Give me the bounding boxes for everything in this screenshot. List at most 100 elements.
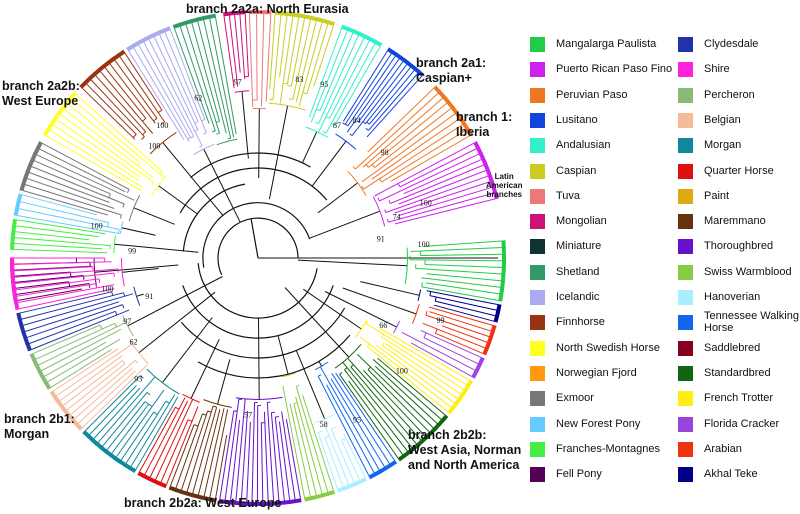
tip-color-band [341,24,383,47]
tip-branch [122,49,163,111]
tip-branch [401,331,479,373]
legend-item: Percheron [678,87,800,107]
tip-branch [357,58,406,123]
bootstrap-value: 97 [234,78,242,87]
legend-label: Icelandic [556,291,600,303]
tip-branch [272,11,282,100]
tip-branch [128,394,176,471]
tip-branch [410,246,506,252]
tip-branch [228,11,239,87]
sub-clade-arc [302,92,308,95]
clade-stem [360,281,420,296]
legend-swatch [678,62,693,78]
sub-clade-arc [151,181,154,186]
legend-item: Exmoor [530,390,670,410]
sub-clade-arc [288,98,293,101]
tip-color-band [433,85,473,136]
sub-clade-arc [119,214,122,219]
sub-clade-arc [187,419,193,422]
sub-clade-arc [175,406,180,410]
sub-clade-arc [361,185,365,190]
sub-clade-arc [367,343,370,347]
tip-branch [12,283,90,296]
sub-clade-arc [122,203,125,208]
tree-backbone-arc [217,217,299,276]
clade-stem [94,264,179,273]
sub-clade-arc [345,123,349,127]
tip-branch [394,180,494,214]
legend-label: Peruvian Paso [556,88,628,101]
tip-branch [422,322,489,350]
bootstrap-value: 100 [156,121,168,130]
legend-label: Tennessee Walking Horse [704,310,799,335]
tip-branch [99,392,148,450]
sub-clade-arc [135,360,139,364]
sub-clade-arc [366,121,370,125]
bootstrap-value: 100 [418,240,430,249]
tip-branch [46,127,142,187]
sub-clade-arc [365,127,369,131]
clade-arc [234,90,250,93]
tip-branch [10,261,112,265]
legend-swatch [530,441,545,457]
tip-branch [38,141,130,190]
legend-item: Mangalarga Paulista [530,36,670,56]
tip-branch [330,428,357,487]
tip-branch [329,37,372,119]
legend-label: Franches-Montagnes [556,442,660,455]
tip-branch [53,343,133,399]
sub-clade-arc [98,278,101,284]
tip-branch [256,9,258,101]
label-west-europe-a-line2: West Europe [2,94,79,108]
tip-branch [367,85,437,153]
sub-clade-arc [381,342,385,346]
tip-branch [390,163,488,204]
legend-swatch [530,138,545,154]
tip-branch [240,410,248,506]
sub-clade-arc [194,121,199,124]
sub-clade-arc [99,324,103,330]
tip-branch [350,366,420,448]
sub-clade-arc [199,145,203,148]
clade-arc [235,396,283,400]
tip-branch [435,332,487,356]
tip-branch [298,18,324,106]
tip-branch [295,396,324,498]
tip-branch [79,364,148,431]
legend-label: Puerto Rican Paso Fino [556,63,673,76]
legend-swatch [678,239,693,255]
tip-branch [196,17,227,134]
tip-branch [63,363,126,413]
tip-branch [244,10,249,77]
sub-clade-arc [95,283,98,288]
clade-arc [122,315,134,337]
tip-branch [10,266,93,272]
legend-item: Shetland [530,264,670,284]
tip-branch [153,399,193,484]
sub-clade-arc [216,132,220,135]
sub-clade-arc [146,392,151,396]
clade-arc [412,304,420,324]
legend-swatch [530,391,545,407]
tip-color-band [482,325,497,355]
tip-branch [233,11,241,73]
sub-clade-arc [317,374,322,377]
tip-branch [112,56,158,119]
clade-stem [268,105,289,200]
legend-item: Miniature [530,238,670,258]
sub-clade-arc [371,164,375,168]
clade-stem [317,182,359,214]
sub-clade-arc [342,122,346,125]
sub-clade-arc [113,273,115,277]
tip-branch [73,91,163,173]
tip-branch [382,345,462,402]
label-latin-line3: branches [486,190,523,199]
tip-branch [388,191,498,223]
tip-branch [423,337,482,366]
clade-arc [128,194,141,222]
tip-branch [429,311,495,333]
tip-branch [197,409,221,499]
legend-label: Norwegian Fjord [556,366,637,379]
tip-branch [108,403,150,457]
tip-branch [19,293,134,327]
